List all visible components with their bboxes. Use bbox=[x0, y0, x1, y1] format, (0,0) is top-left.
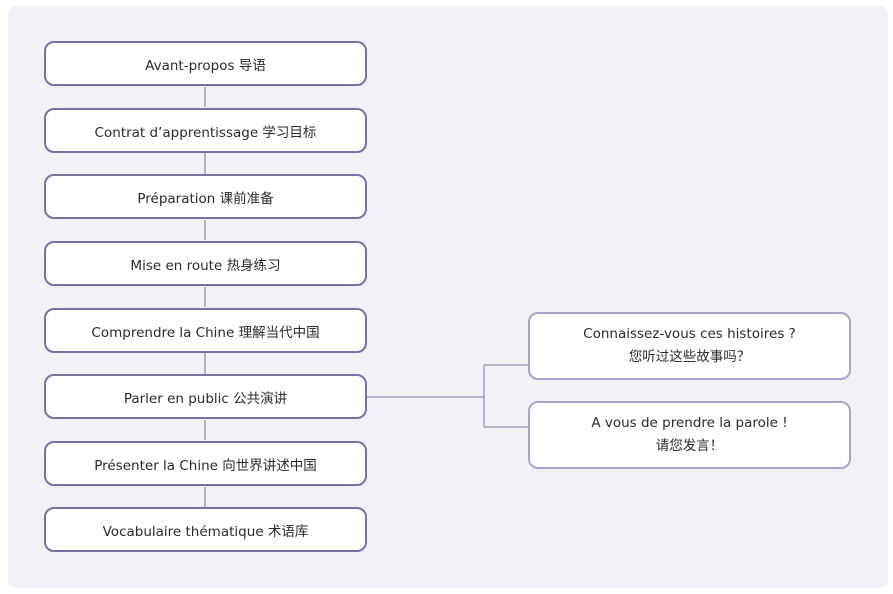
node-label: Contrat d’apprentissage 学习目标 bbox=[94, 124, 317, 141]
node-label: Vocabulaire thématique 术语库 bbox=[102, 523, 309, 540]
node-label: Avant-propos 导语 bbox=[145, 57, 266, 74]
node-label: Préparation 课前准备 bbox=[137, 190, 274, 207]
node-contrat-apprentissage[interactable]: Contrat d’apprentissage 学习目标 bbox=[44, 108, 367, 153]
node-label-line2: 您听过这些故事吗？ bbox=[628, 349, 751, 365]
node-comprendre-la-chine[interactable]: Comprendre la Chine 理解当代中国 bbox=[44, 308, 367, 353]
node-connaissez-vous[interactable]: Connaissez-vous ces histoires ? 您听过这些故事吗… bbox=[528, 312, 851, 380]
node-parler-en-public[interactable]: Parler en public 公共演讲 bbox=[44, 374, 367, 419]
node-label: Mise en route 热身练习 bbox=[130, 257, 281, 274]
node-vocabulaire-thematique[interactable]: Vocabulaire thématique 术语库 bbox=[44, 507, 367, 552]
node-presenter-la-chine[interactable]: Présenter la Chine 向世界讲述中国 bbox=[44, 441, 367, 486]
node-label-line1: Connaissez-vous ces histoires ? bbox=[583, 326, 796, 342]
node-a-vous-de-prendre[interactable]: A vous de prendre la parole ! 请您发言！ bbox=[528, 401, 851, 469]
diagram-canvas bbox=[8, 6, 888, 588]
node-label: Comprendre la Chine 理解当代中国 bbox=[91, 324, 320, 341]
node-label: Parler en public 公共演讲 bbox=[123, 390, 288, 407]
branch-connector bbox=[367, 364, 528, 428]
node-avant-propos[interactable]: Avant-propos 导语 bbox=[44, 41, 367, 86]
node-label: Présenter la Chine 向世界讲述中国 bbox=[94, 457, 317, 474]
node-label-line1: A vous de prendre la parole ! bbox=[591, 415, 788, 431]
node-mise-en-route[interactable]: Mise en route 热身练习 bbox=[44, 241, 367, 286]
node-label-line2: 请您发言！ bbox=[655, 438, 724, 454]
node-preparation[interactable]: Préparation 课前准备 bbox=[44, 174, 367, 219]
